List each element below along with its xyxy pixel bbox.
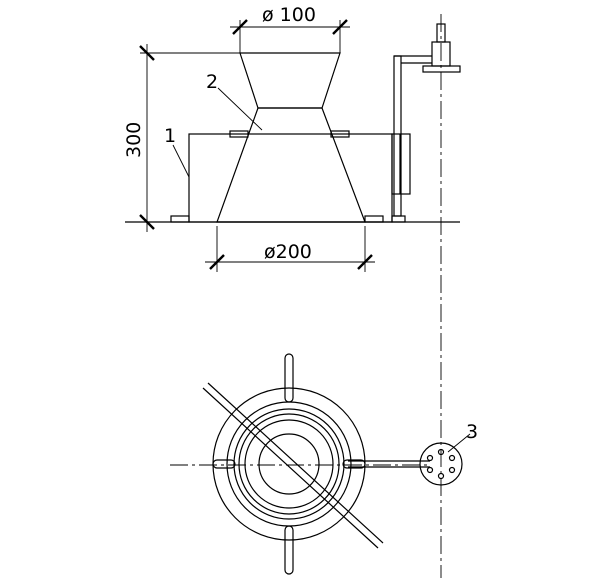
callout-1-label: 1	[164, 125, 176, 147]
box-tab-left	[229, 130, 249, 138]
plan-inner-circle	[258, 433, 320, 495]
plan-circle-2	[226, 401, 352, 527]
dim-top-tick-right	[332, 19, 348, 35]
plan-bolt-hole-2	[437, 472, 445, 480]
callout-3-leader	[447, 433, 471, 453]
plan-bolt-hole-3	[426, 454, 434, 462]
plan-gauge-flange	[419, 442, 463, 486]
stand-pole-foot	[391, 215, 406, 223]
dim-bottom-tick-right	[357, 254, 373, 270]
base-foot-left	[170, 215, 190, 223]
outer-container	[188, 133, 393, 223]
plan-diagonal-2	[207, 382, 384, 544]
dim-height-label: 300	[123, 122, 145, 158]
plan-diagonal-1	[202, 387, 379, 549]
plan-bolt-hole-4	[448, 454, 456, 462]
callout-2-leader	[217, 87, 263, 131]
dim-height-tick-top	[139, 45, 155, 61]
base-foot-right	[364, 215, 384, 223]
plan-outer-circle	[212, 387, 366, 541]
dim-top-diameter-label: ø 100	[262, 4, 316, 26]
gauge-base	[422, 65, 461, 73]
dim-bottom-diameter-label: ø200	[264, 241, 312, 263]
callout-3-label: 3	[466, 421, 478, 443]
plan-tab-top	[284, 353, 294, 403]
plan-tab-left	[212, 459, 236, 469]
plan-bolt-hole-5	[426, 466, 434, 474]
funnel-upper	[239, 52, 341, 109]
plan-bolt-hole-6	[448, 466, 456, 474]
dim-bottom-tick-left	[209, 254, 225, 270]
plan-circle-4	[238, 413, 340, 515]
dim-top-tick-left	[232, 19, 248, 35]
callout-1-leader	[172, 144, 190, 178]
callout-2-label: 2	[206, 71, 218, 93]
funnel-lower	[216, 107, 366, 223]
plan-circle-5	[244, 419, 334, 509]
plan-tab-right	[342, 459, 366, 469]
plan-tab-bottom	[284, 525, 294, 575]
plan-view: 3	[170, 353, 478, 575]
box-tab-right	[330, 130, 350, 138]
elevation-view: ø 100 300 ø200 1 2	[123, 4, 461, 578]
plan-bolt-hole-1	[437, 448, 445, 456]
dim-height-tick-bottom	[139, 214, 155, 230]
plan-circle-3	[233, 408, 345, 520]
